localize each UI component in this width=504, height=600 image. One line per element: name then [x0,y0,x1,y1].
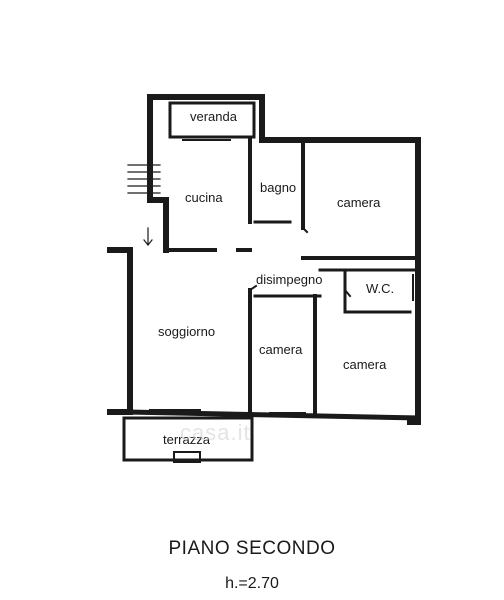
outer-wall-left-lower [107,247,133,415]
label-camera-3: camera [343,357,387,372]
watermark: casa.it [180,420,251,445]
label-camera-2: camera [259,342,303,357]
label-camera-1: camera [337,195,381,210]
floor-height: h.=2.70 [225,575,279,592]
terrazza-step [173,451,201,463]
terrazza-room [122,416,254,462]
label-bagno: bagno [260,180,297,195]
stairs [127,164,161,194]
label-soggiorno: soggiorno [158,324,216,339]
door [248,226,352,298]
label-veranda: veranda [190,109,237,124]
veranda-room [168,101,256,139]
stairs-arrow [143,227,153,246]
label-terrazza: terrazza [163,432,210,447]
window [149,409,381,417]
floor-title: PIANO SECONDO [168,538,336,559]
wall-wc [343,268,412,314]
label-disimpegno: disimpegno [256,272,323,287]
label-wc: W.C. [366,281,395,296]
outer-wall-left-upper [147,94,169,253]
label-cucina: cucina [185,190,223,205]
